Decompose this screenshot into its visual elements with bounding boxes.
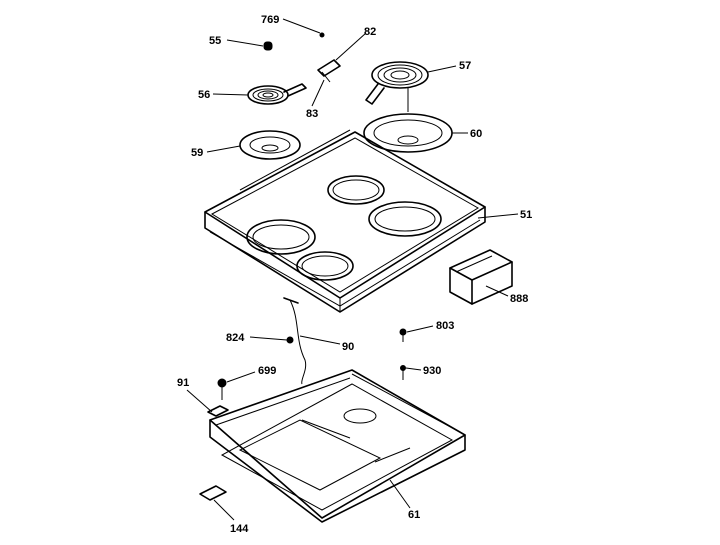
callout-824: 824 [226,332,245,344]
small-surface-element [247,41,307,105]
callout-55: 55 [209,35,221,47]
large-surface-element [365,61,429,112]
wire-harness [283,297,307,385]
callout-888: 888 [510,293,528,305]
callout-83: 83 [306,108,318,120]
callout-labels: 769 82 55 57 56 83 59 60 51 888 824 90 8… [177,14,532,535]
terminal-block [317,32,341,83]
callout-803: 803 [436,320,454,332]
callout-699: 699 [258,365,276,377]
callout-56: 56 [198,89,210,101]
main-top-support [199,369,466,523]
callout-769: 769 [261,14,279,26]
large-drip-pan [363,113,453,153]
cooktop-panel [204,129,486,313]
callout-90: 90 [342,341,354,353]
callout-91: 91 [177,377,189,389]
callout-60: 60 [470,128,482,140]
callout-930: 930 [423,365,441,377]
callout-51: 51 [520,209,532,221]
callout-61: 61 [408,509,420,521]
callout-57: 57 [459,60,471,72]
callout-59: 59 [191,147,203,159]
screws [217,328,407,400]
callout-144: 144 [230,523,249,535]
terminal-box [449,249,513,305]
callout-82: 82 [364,26,376,38]
leader-lines [186,18,519,521]
small-drip-pan [239,130,301,160]
